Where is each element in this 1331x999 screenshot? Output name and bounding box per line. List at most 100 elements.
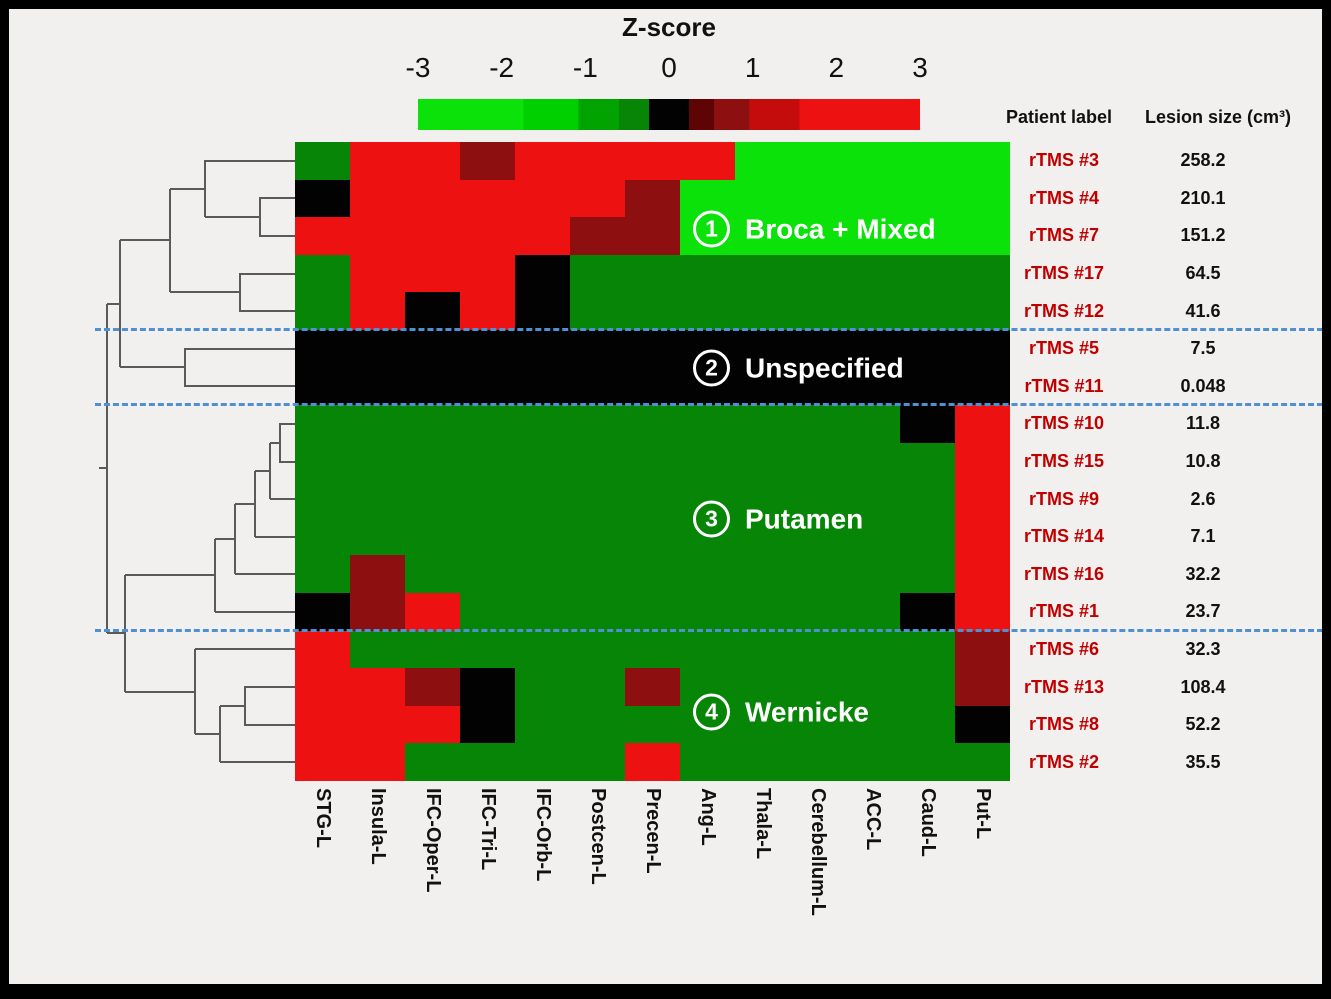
heatmap-cell: [350, 705, 405, 744]
heatmap-cell: [405, 367, 460, 406]
heatmap-cell: [955, 480, 1010, 518]
heatmap-cell: [735, 254, 790, 293]
heatmap-cell: [900, 254, 955, 293]
heatmap-cell: [680, 292, 735, 330]
heatmap-cell: [735, 367, 790, 406]
heatmap-cell: [405, 442, 460, 481]
heatmap-cell: [735, 593, 790, 631]
heatmap-cell: [625, 217, 680, 255]
heatmap-cell: [460, 555, 515, 594]
heatmap-cell: [680, 630, 735, 669]
heatmap-cell: [625, 329, 680, 368]
heatmap-cell: [845, 517, 900, 556]
heatmap-cell: [570, 292, 625, 330]
heatmap-cell: [350, 743, 405, 781]
heatmap-cell: [460, 630, 515, 669]
heatmap-cell: [680, 743, 735, 781]
heatmap-cell: [955, 329, 1010, 368]
heatmap-cell: [900, 705, 955, 744]
heatmap-cell: [735, 292, 790, 330]
patient-label: rTMS #13: [1023, 676, 1105, 697]
heatmap-cell: [790, 254, 845, 293]
heatmap-cell: [955, 442, 1010, 481]
heatmap-cell: [845, 405, 900, 443]
heatmap-cell: [515, 743, 570, 781]
column-label: Cerebellum-L: [807, 788, 829, 916]
lesion-size-value: 11.8: [1185, 413, 1221, 434]
heatmap-cell: [295, 254, 350, 293]
heatmap-cell: [845, 743, 900, 781]
colorbar-tick: 1: [744, 52, 761, 83]
heatmap-cell: [900, 442, 955, 481]
heatmap-cell: [295, 555, 350, 594]
patient-label: rTMS #10: [1023, 413, 1105, 434]
heatmap-cell: [405, 292, 460, 330]
colorbar-tick: -1: [572, 52, 598, 83]
heatmap-cell: [625, 593, 680, 631]
heatmap-cell: [790, 705, 845, 744]
heatmap-cell: [955, 555, 1010, 594]
heatmap-cell: [405, 179, 460, 218]
lesion-size-value: 41.6: [1185, 300, 1221, 321]
heatmap-cell: [955, 292, 1010, 330]
heatmap-cell: [460, 292, 515, 330]
cluster-label-broca-mixed: 1 Broca + Mixed: [693, 210, 936, 248]
heatmap-cell: [350, 142, 405, 180]
heatmap-cell: [405, 329, 460, 368]
heatmap-cell: [570, 142, 625, 180]
heatmap-cell: [350, 442, 405, 481]
heatmap-cell: [790, 405, 845, 443]
heatmap-cell: [900, 630, 955, 669]
heatmap-cell: [790, 442, 845, 481]
heatmap-cell: [790, 179, 845, 218]
heatmap-cell: [405, 142, 460, 180]
heatmap-cell: [955, 254, 1010, 293]
heatmap-cell: [350, 254, 405, 293]
heatmap-cell: [625, 405, 680, 443]
heatmap-cell: [625, 292, 680, 330]
heatmap-cell: [955, 142, 1010, 180]
heatmap-cell: [900, 743, 955, 781]
cluster-number-badge: 1: [693, 210, 730, 248]
heatmap-cell: [570, 179, 625, 218]
cluster-label-putamen: 3 Putamen: [693, 500, 863, 538]
heatmap-cell: [515, 480, 570, 518]
heatmap-cell: [295, 480, 350, 518]
heatmap-cell: [790, 517, 845, 556]
heatmap-cell: [570, 217, 625, 255]
heatmap-cell: [460, 442, 515, 481]
column-label: Put-L: [972, 788, 994, 840]
heatmap-cell: [350, 668, 405, 706]
heatmap-cell: [295, 405, 350, 443]
heatmap-cell: [570, 630, 625, 669]
cluster-divider-2: [95, 403, 1323, 406]
colorbar-tick: 0: [661, 52, 677, 83]
heatmap-cell: [460, 480, 515, 518]
heatmap-cell: [900, 179, 955, 218]
heatmap-cell: [680, 142, 735, 180]
heatmap-cell: [350, 217, 405, 255]
lesion-size-value: 7.5: [1190, 338, 1216, 359]
heatmap-cell: [625, 179, 680, 218]
heatmap-cell: [735, 329, 790, 368]
heatmap-cell: [295, 743, 350, 781]
heatmap-cell: [405, 593, 460, 631]
heatmap-cell: [515, 555, 570, 594]
heatmap-cell: [955, 593, 1010, 631]
colorbar: [418, 99, 920, 130]
heatmap-cell: [515, 217, 570, 255]
colorbar-tick: -2: [489, 52, 515, 83]
heatmap-cell: [955, 705, 1010, 744]
heatmap-cell: [735, 217, 790, 255]
heatmap-cell: [735, 555, 790, 594]
heatmap-cell: [900, 329, 955, 368]
heatmap-cell: [955, 405, 1010, 443]
heatmap-cell: [515, 593, 570, 631]
heatmap-cell: [955, 367, 1010, 406]
lesion-size-value: 151.2: [1180, 225, 1226, 246]
heatmap-cell: [515, 292, 570, 330]
heatmap-cell: [955, 517, 1010, 556]
patient-label: rTMS #14: [1023, 526, 1105, 547]
heatmap-cell: [900, 405, 955, 443]
